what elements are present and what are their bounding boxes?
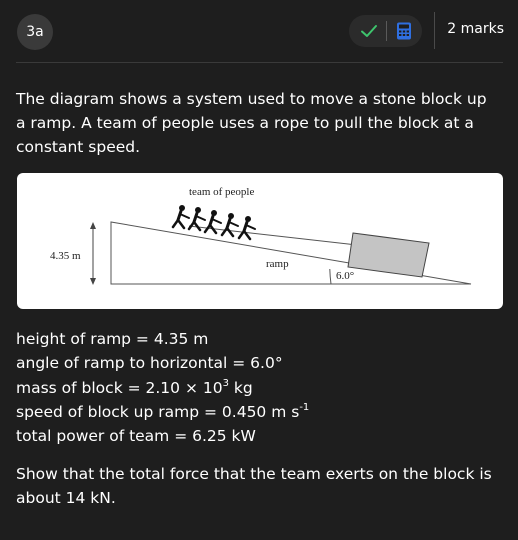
calculator-icon[interactable]: [394, 21, 414, 41]
header-divider: [434, 12, 435, 49]
header-rule: [16, 62, 503, 63]
ramp-label: ramp: [266, 258, 289, 270]
pill-divider: [386, 21, 387, 41]
question-intro: The diagram shows a system used to move …: [16, 90, 487, 156]
data-line-speed-text: speed of block up ramp = 0.450 m s: [16, 402, 300, 421]
angle-label: 6.0°: [336, 270, 354, 282]
team-of-people: [171, 205, 256, 241]
data-line-speed: speed of block up ramp = 0.450 m s-1: [16, 400, 309, 424]
answer-tools: [349, 15, 422, 47]
height-label: 4.35 m: [50, 250, 81, 262]
angle-arc: [329, 268, 332, 285]
height-arrow-head-bottom: [90, 278, 96, 285]
data-line-mass: mass of block = 2.10 × 103 kg: [16, 376, 309, 400]
data-line-power: total power of team = 6.25 kW: [16, 427, 256, 446]
stone-block: [347, 232, 430, 278]
data-line-height: height of ramp = 4.35 m: [16, 330, 209, 348]
ramp-diagram-svg: 4.35 m: [50, 186, 472, 285]
question-header: 3a 2 marks: [0, 0, 518, 62]
rope: [188, 225, 358, 246]
marks-label: 2 marks: [447, 21, 504, 37]
given-data-list: height of ramp = 4.35 m angle of ramp to…: [16, 327, 309, 448]
question-number-badge: 3a: [17, 14, 53, 50]
data-line-mass-text: mass of block = 2.10 × 10: [16, 378, 223, 397]
question-prompt: Show that the total force that the team …: [16, 465, 492, 507]
data-line-angle: angle of ramp to horizontal = 6.0°: [16, 354, 283, 373]
data-line-mass-exponent: 3: [222, 377, 229, 389]
data-line-mass-unit: kg: [228, 378, 253, 397]
height-arrow-head-top: [90, 222, 96, 229]
ramp-diagram: 4.35 m: [17, 173, 503, 309]
check-icon[interactable]: [359, 21, 379, 41]
team-label: team of people: [189, 186, 254, 198]
data-line-speed-exponent: -1: [299, 401, 310, 413]
